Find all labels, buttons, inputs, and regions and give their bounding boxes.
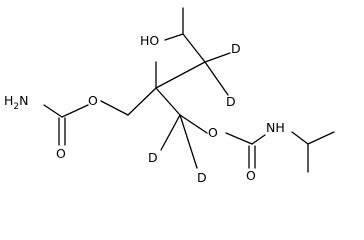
bond-nh-ch bbox=[291, 131, 309, 145]
label-deuterium-2: D bbox=[226, 94, 236, 109]
bond-o-c-right bbox=[225, 132, 253, 145]
bond-cd2-quat bbox=[155, 61, 206, 89]
bond-ch2-o-left bbox=[100, 100, 129, 116]
label-deuterium-4: D bbox=[197, 170, 207, 185]
label-deuterium-1: D bbox=[231, 41, 241, 56]
bond-cd2-d1 bbox=[204, 52, 231, 63]
bond-ch-cd2-upper bbox=[182, 33, 206, 63]
label-amide-nh: NH bbox=[266, 120, 285, 135]
label-deuterium-3: D bbox=[148, 150, 158, 165]
bond-o-c-left bbox=[61, 104, 89, 118]
label-amine-left-n: N bbox=[19, 93, 28, 108]
bond-ch-oh bbox=[164, 33, 184, 41]
label-amine-left: H2N bbox=[4, 93, 29, 112]
label-hydroxyl: HO bbox=[140, 33, 159, 48]
bond-cd2-o-right bbox=[179, 114, 208, 134]
bond-cd2-d2 bbox=[204, 61, 229, 96]
bond-layer bbox=[43, 7, 335, 173]
label-amine-left-sub: 2 bbox=[13, 102, 19, 112]
bond-quat-cd2-lower bbox=[155, 87, 181, 116]
bond-c-nh bbox=[251, 134, 266, 145]
label-carbonyl-oxygen-left: O bbox=[56, 146, 66, 161]
label-amine-left-h: H bbox=[4, 93, 13, 108]
label-layer: HO D D H2N O O D D O O NH bbox=[4, 33, 285, 185]
bond-quat-ch2-left bbox=[127, 87, 157, 116]
bond-cd2-lower-d3 bbox=[160, 114, 181, 151]
label-ether-oxygen-right: O bbox=[208, 125, 218, 140]
bond-c-nh2 bbox=[43, 104, 63, 118]
label-carbonyl-oxygen-right: O bbox=[246, 168, 256, 183]
bond-ch-methyl-upper bbox=[307, 131, 335, 145]
structure-diagram: HO D D H2N O O D D O O NH bbox=[4, 7, 335, 185]
label-ether-oxygen-left: O bbox=[88, 93, 98, 108]
bond-cd2-lower-d4 bbox=[179, 114, 198, 169]
